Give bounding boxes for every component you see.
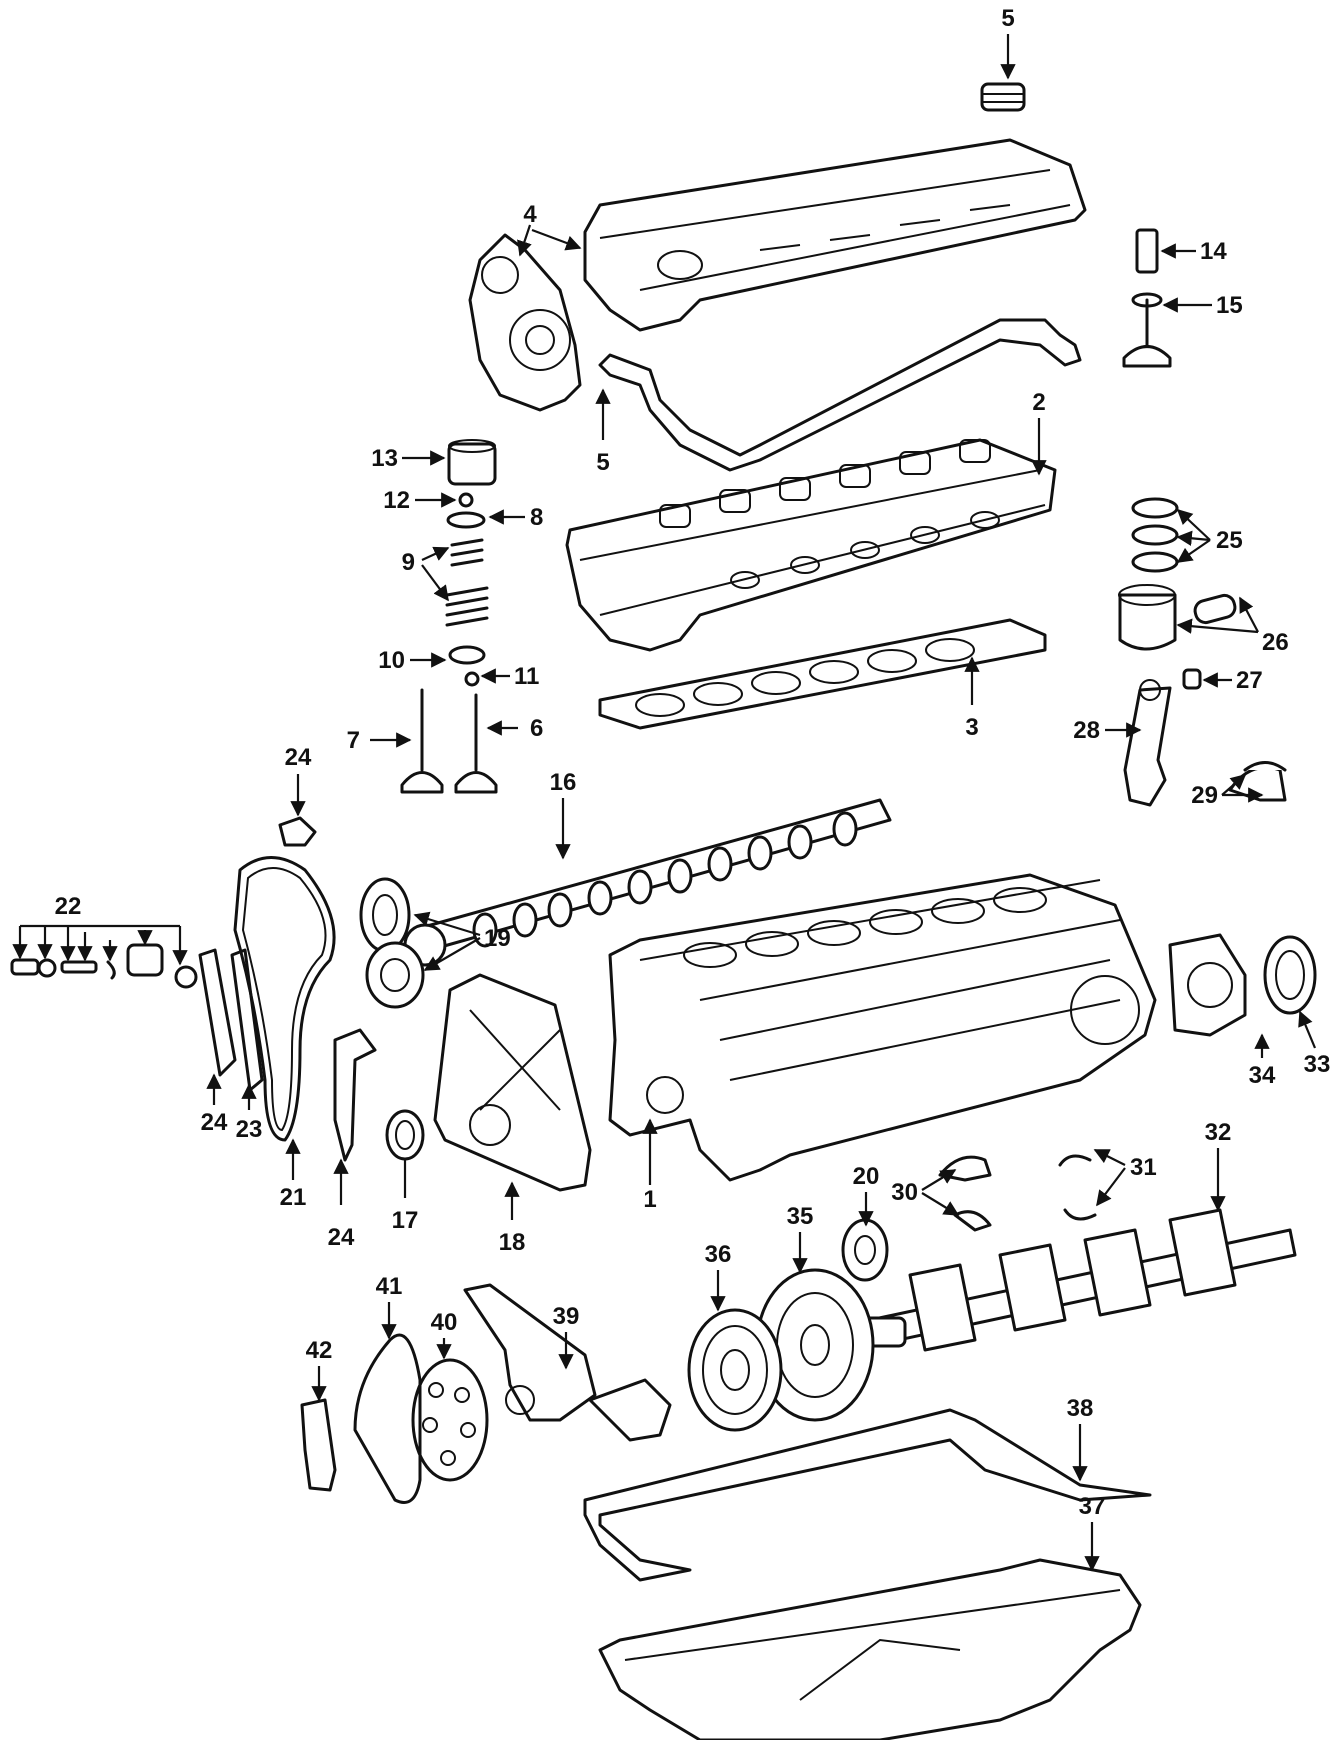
callout-37: 37 bbox=[1079, 1493, 1106, 1520]
callout-33: 33 bbox=[1304, 1051, 1331, 1078]
callout-28: 28 bbox=[1073, 717, 1100, 744]
callout-8: 8 bbox=[530, 504, 543, 531]
oil-pan bbox=[598, 1558, 1142, 1740]
oil-pump-chain bbox=[353, 1333, 422, 1504]
callout-13: 13 bbox=[371, 445, 398, 472]
callout-2: 2 bbox=[1032, 389, 1045, 416]
chain-guide-top bbox=[278, 816, 317, 847]
callout-27: 27 bbox=[1236, 667, 1263, 694]
callout-34: 34 bbox=[1249, 1062, 1276, 1089]
callout-4: 4 bbox=[523, 201, 537, 228]
callout-23: 23 bbox=[236, 1116, 263, 1143]
valve-train-left bbox=[445, 439, 497, 687]
camshaft bbox=[403, 798, 892, 967]
callout-24-left: 24 bbox=[201, 1109, 228, 1136]
lifter-and-valve-right bbox=[1122, 228, 1172, 368]
callout-5-top: 5 bbox=[1001, 5, 1014, 32]
callout-18: 18 bbox=[499, 1229, 526, 1256]
tensioner-hardware bbox=[10, 943, 198, 989]
callout-12: 12 bbox=[383, 487, 410, 514]
callout-29: 29 bbox=[1191, 782, 1218, 809]
callout-16: 16 bbox=[550, 769, 577, 796]
callout-11: 11 bbox=[514, 663, 539, 690]
oil-pan-gasket bbox=[583, 1408, 1152, 1582]
oil-pump bbox=[463, 1283, 672, 1442]
piston-rings-and-piston bbox=[1118, 497, 1237, 651]
intake-and-exhaust-valves bbox=[400, 688, 498, 794]
callout-30: 30 bbox=[891, 1179, 918, 1206]
callout-14: 14 bbox=[1200, 238, 1227, 265]
timing-chain bbox=[233, 856, 336, 1142]
main-bearings bbox=[938, 1154, 1097, 1232]
oil-filler-cap-top bbox=[980, 82, 1026, 112]
callout-20: 20 bbox=[853, 1163, 880, 1190]
upper-timing-cover bbox=[468, 233, 582, 412]
crank-sprocket bbox=[841, 1218, 889, 1282]
callout-40: 40 bbox=[431, 1309, 458, 1336]
callout-31: 31 bbox=[1130, 1154, 1157, 1181]
callout-5-lower: 5 bbox=[596, 449, 609, 476]
callout-17: 17 bbox=[392, 1207, 419, 1234]
callout-3: 3 bbox=[965, 714, 978, 741]
callout-36: 36 bbox=[705, 1241, 732, 1268]
callout-41: 41 bbox=[376, 1273, 403, 1300]
callout-39: 39 bbox=[553, 1303, 580, 1330]
front-crank-seal bbox=[385, 1109, 425, 1161]
callout-24-top: 24 bbox=[285, 744, 312, 771]
oil-pump-sprocket bbox=[411, 1358, 489, 1482]
callout-38: 38 bbox=[1067, 1395, 1094, 1422]
callout-26: 26 bbox=[1262, 629, 1289, 656]
callout-1: 1 bbox=[643, 1186, 656, 1213]
crankshaft bbox=[858, 1208, 1297, 1352]
chain-guide-rail bbox=[333, 1028, 377, 1162]
rear-seal-housing bbox=[1168, 933, 1317, 1037]
callout-6: 6 bbox=[530, 715, 543, 742]
engine-block bbox=[608, 873, 1157, 1182]
callout-7: 7 bbox=[347, 727, 360, 754]
callout-15: 15 bbox=[1216, 292, 1243, 319]
callout-9: 9 bbox=[402, 549, 415, 576]
callout-19: 19 bbox=[484, 925, 511, 952]
lower-timing-cover bbox=[433, 973, 592, 1192]
callout-24-bottom: 24 bbox=[328, 1224, 355, 1251]
callout-22: 22 bbox=[55, 893, 82, 920]
cylinder-head bbox=[565, 438, 1057, 652]
valve-cover-gasket bbox=[598, 318, 1082, 472]
callouts: 1 2 3 4 5 5 6 7 8 9 10 11 bbox=[12, 5, 1331, 1572]
oil-pump-chain-tensioner bbox=[300, 1398, 337, 1492]
cam-seal-and-sprocket bbox=[359, 877, 425, 1009]
callout-10: 10 bbox=[378, 647, 405, 674]
callout-32: 32 bbox=[1205, 1119, 1232, 1146]
callout-42: 42 bbox=[306, 1337, 333, 1364]
crank-pulley bbox=[687, 1308, 783, 1432]
callout-35: 35 bbox=[787, 1203, 814, 1230]
callout-21: 21 bbox=[280, 1184, 307, 1211]
part-drawings bbox=[10, 82, 1317, 1740]
head-gasket bbox=[598, 618, 1047, 730]
valve-cover bbox=[583, 138, 1087, 332]
callout-25: 25 bbox=[1216, 527, 1243, 554]
